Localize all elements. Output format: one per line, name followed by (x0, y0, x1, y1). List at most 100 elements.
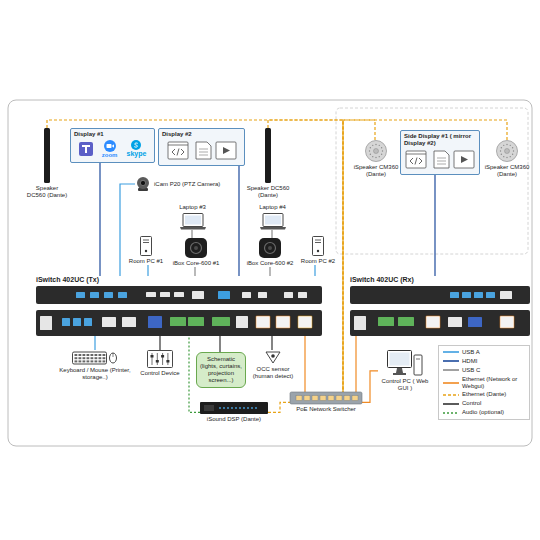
port (500, 316, 514, 328)
content-icons (162, 140, 241, 162)
document-line (437, 160, 446, 161)
device-node: Keyboard / Mouse (Printer, storage..) (55, 350, 135, 381)
port (474, 292, 483, 298)
device-node: Speaker DC560 (Dante) (26, 128, 68, 199)
device-label: Control PC ( Web GUI ) (378, 378, 432, 392)
panel-body (148, 351, 173, 368)
laptop-base (180, 227, 206, 230)
connector (314, 265, 315, 276)
port (90, 292, 99, 298)
legend-sample (443, 349, 459, 355)
key (95, 354, 98, 356)
speaker-grille (366, 141, 387, 162)
slider-knob (156, 360, 159, 363)
grille-hole (369, 150, 370, 151)
device-node: Control Device (138, 350, 182, 377)
pc-tower-icon (312, 236, 324, 256)
grille-hole (501, 154, 502, 155)
connector (219, 336, 220, 352)
device-label: iCam P20 (PTZ Camera) (154, 181, 220, 188)
port (236, 316, 248, 328)
device-node: iSpeaker CM360 (Dante) (484, 140, 530, 178)
port (73, 318, 81, 326)
speaker-grille (497, 141, 518, 162)
device-node: Laptop #3 (170, 204, 215, 230)
port (298, 292, 307, 298)
tower-case (141, 237, 152, 256)
content-icons (404, 149, 476, 171)
speaker-body (44, 128, 50, 183)
document-line (199, 148, 208, 149)
switch-front-rear-panels (350, 286, 530, 336)
zoom-icon (104, 140, 116, 152)
legend-sample (443, 401, 459, 407)
speaker-icon (264, 128, 272, 183)
rj45-port (312, 396, 318, 401)
switch-body (290, 392, 362, 404)
grille-hole (381, 147, 382, 148)
device-node: iBox Core-600 #1 (170, 238, 222, 267)
device-label: iBox Core-600 #1 (173, 260, 220, 267)
slider-knob (166, 360, 169, 363)
document-line (199, 154, 208, 155)
control-panel-icon (147, 350, 173, 368)
zoom-circle (104, 140, 116, 152)
drive-bay (143, 240, 149, 241)
grille-hole (375, 157, 376, 158)
device-node: iSwitch 402UC (Tx) (36, 276, 322, 336)
port (378, 317, 394, 326)
legend-text: USB A (462, 349, 525, 356)
device-title: iSwitch 402UC (Tx) (36, 276, 99, 284)
power-button (317, 250, 319, 252)
legend-line (443, 352, 459, 354)
port (192, 291, 204, 299)
port (76, 292, 85, 298)
note-text: Schematic (lights, curtains, projection … (200, 356, 242, 384)
code-glyph (410, 158, 413, 164)
port (448, 317, 462, 327)
legend-sample (443, 367, 459, 373)
port (218, 291, 230, 299)
key (91, 354, 94, 356)
connector (434, 175, 435, 276)
connector (269, 267, 270, 276)
zoom-wordmark: zoom (102, 152, 118, 159)
code-glyph (181, 149, 184, 155)
device-label: Room PC #1 (129, 258, 163, 265)
connector (47, 120, 343, 392)
grille-hole (381, 154, 382, 155)
status-led (247, 407, 249, 409)
tower-case (414, 355, 422, 375)
network-switch-icon (290, 392, 362, 404)
device-label: iBox Core-600 #2 (247, 260, 294, 267)
ibox-icon (185, 238, 207, 258)
status-led (251, 407, 253, 409)
laptop-icon (179, 213, 207, 230)
skype-circle (131, 140, 141, 150)
key (75, 357, 78, 359)
port (212, 317, 230, 326)
grille-hole (510, 156, 511, 157)
slider-track (162, 353, 163, 365)
port (102, 317, 116, 327)
connector (343, 120, 375, 392)
device-label: PoE Network Switcher (296, 406, 356, 413)
speaker-center (374, 149, 379, 154)
device-node: iSound DSP (Dante) (200, 402, 268, 423)
ceiling-speaker-icon (496, 140, 518, 162)
drive-bay (416, 359, 420, 360)
legend-text: Ethernet (Dante) (462, 391, 525, 398)
ibox-button (194, 246, 198, 250)
front-panel (36, 286, 322, 304)
status-led (255, 407, 257, 409)
sensor-eye (271, 354, 275, 358)
code-glyph (172, 149, 175, 155)
key (75, 354, 78, 356)
grille-hole (506, 144, 507, 145)
tower-case (313, 237, 324, 256)
monitor-screen (388, 351, 412, 368)
device-label: Laptop #4 (259, 204, 286, 211)
device-node: Side Display #1 ( mirror Display #2) (400, 130, 480, 175)
grille-hole (370, 154, 371, 155)
port (398, 317, 414, 326)
